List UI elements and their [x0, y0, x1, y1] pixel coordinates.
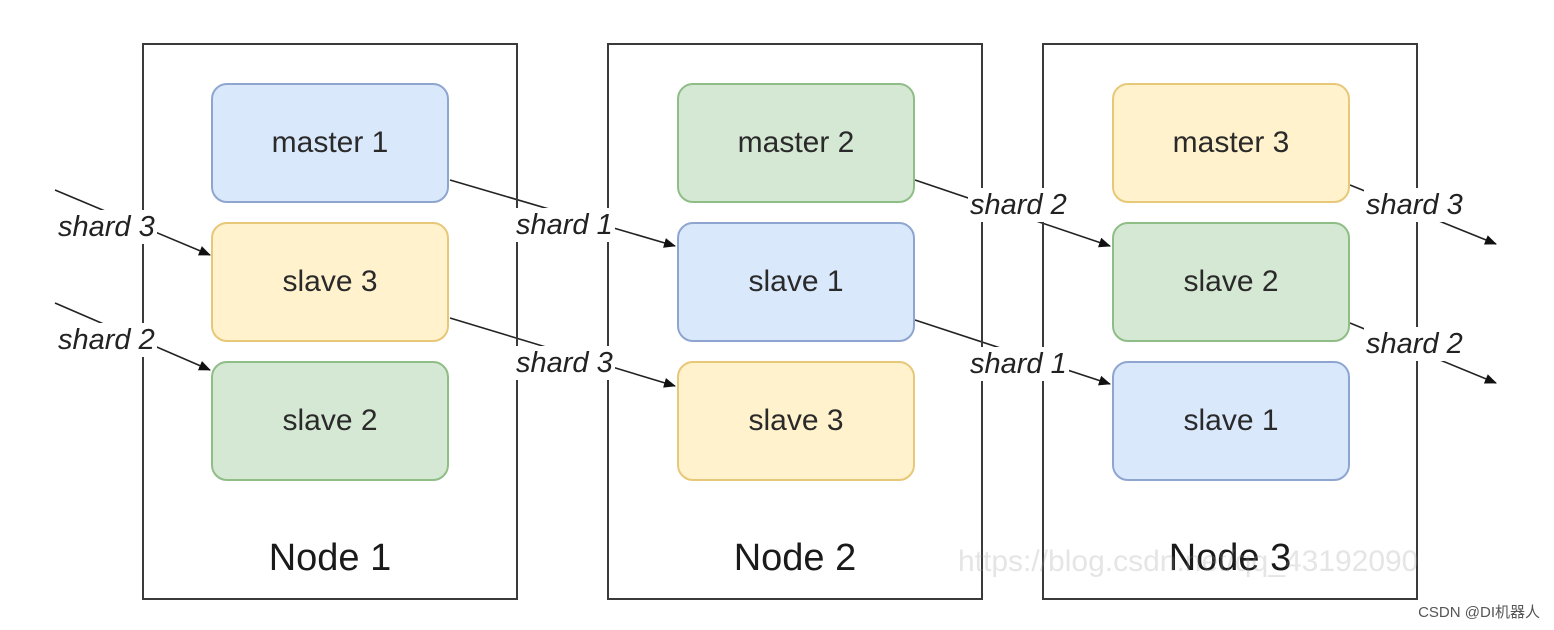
shard-slave-2: slave 2	[211, 361, 449, 481]
edge-label-out-shard-2: shard 2	[1364, 327, 1465, 361]
shard-master-1: master 1	[211, 83, 449, 203]
edge-label-out-shard-3: shard 3	[1364, 188, 1465, 222]
edge-label-in-shard-3: shard 3	[56, 210, 157, 244]
edge-label-in-shard-2: shard 2	[56, 323, 157, 357]
node-label: Node 3	[1168, 537, 1292, 579]
node-1: Node 1	[142, 43, 518, 600]
watermark: https://blog.csdn.net/qq_43192090	[958, 545, 1419, 578]
edge-label-shard-1: shard 1	[968, 347, 1069, 381]
node-label: Node 2	[733, 537, 857, 579]
edge-label-shard-1: shard 1	[514, 208, 615, 242]
node-label: Node 1	[268, 537, 392, 579]
shard-slave-1: slave 1	[1112, 361, 1350, 481]
shard-slave-1: slave 1	[677, 222, 915, 342]
node-3: Node 3	[1042, 43, 1418, 600]
edge-label-shard-3: shard 3	[514, 346, 615, 380]
node-2: Node 2	[607, 43, 983, 600]
edge-label-shard-2: shard 2	[968, 188, 1069, 222]
footer-credit: CSDN @DI机器人	[1418, 604, 1540, 621]
shard-slave-3: slave 3	[677, 361, 915, 481]
shard-master-2: master 2	[677, 83, 915, 203]
shard-slave-3: slave 3	[211, 222, 449, 342]
shard-master-3: master 3	[1112, 83, 1350, 203]
shard-slave-2: slave 2	[1112, 222, 1350, 342]
